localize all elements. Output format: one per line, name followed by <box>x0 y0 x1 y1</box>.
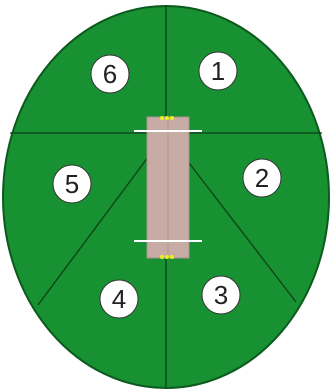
zone-1-label: 1 <box>211 56 225 86</box>
zone-1-marker: 1 <box>199 52 237 90</box>
zone-6-marker: 6 <box>91 55 129 93</box>
zone-2-label: 2 <box>255 163 269 193</box>
stumps-bottom <box>160 255 174 259</box>
zone-2-marker: 2 <box>243 159 281 197</box>
zone-3-label: 3 <box>214 280 228 310</box>
zone-3-marker: 3 <box>202 276 240 314</box>
zone-5-label: 5 <box>65 169 79 199</box>
zone-4-label: 4 <box>112 284 126 314</box>
stumps-top <box>160 116 174 120</box>
zone-5-marker: 5 <box>53 165 91 203</box>
zone-6-label: 6 <box>103 59 117 89</box>
zone-4-marker: 4 <box>100 280 138 318</box>
